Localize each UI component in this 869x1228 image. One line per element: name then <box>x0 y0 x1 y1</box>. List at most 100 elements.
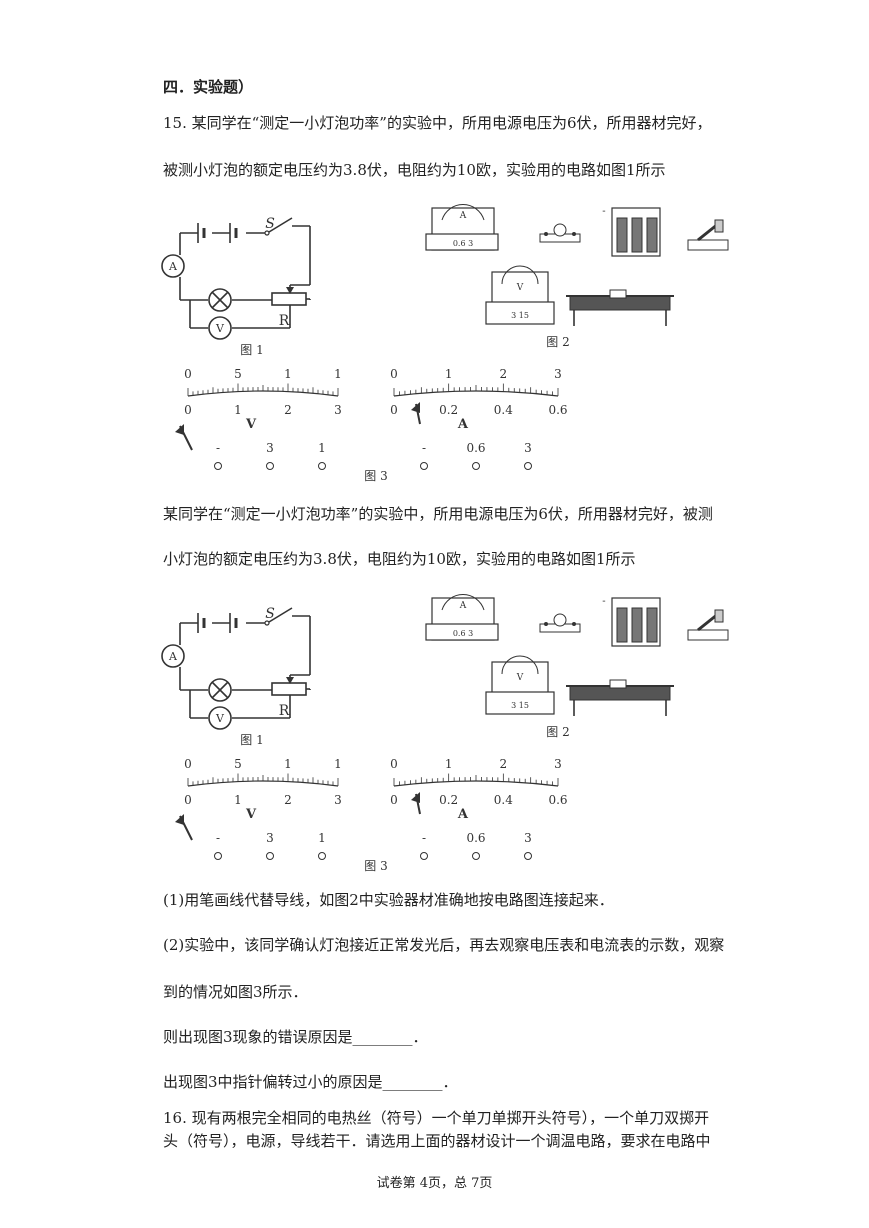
ammeter-top-tick-label: 1 <box>445 757 453 771</box>
q16-line-1: 16. 现有两根完全相同的电热丝（符号）一个单刀单掷开头符号），一个单刀双掷开 <box>163 1109 710 1127</box>
ammeter-terminal <box>524 462 532 470</box>
ammeter-bottom-tick-label: 0 <box>390 403 398 417</box>
lamp-terminal <box>572 622 576 626</box>
ammeter-bottom-tick-label: 0.2 <box>439 793 458 807</box>
voltmeter-bottom-tick-label: 1 <box>234 403 242 417</box>
ammeter-apparatus-letter: A <box>459 601 467 611</box>
voltmeter-top-tick-label: 5 <box>234 367 242 381</box>
voltmeter-pointer-head <box>175 814 184 825</box>
subq-2-line-2: 到的情况如图3所示． <box>163 983 308 1001</box>
rheostat-arrow <box>286 287 294 294</box>
voltmeter-top-tick-label: 1 <box>334 757 342 771</box>
ammeter-terminal <box>524 852 532 860</box>
lamp-cross <box>211 291 229 309</box>
ammeter-scale-arc <box>393 780 559 787</box>
voltmeter-unit: V <box>245 417 257 432</box>
ammeter-top-tick-label: 3 <box>554 757 562 771</box>
voltmeter-top-tick-label: 1 <box>334 367 342 381</box>
ammeter-terminal-label: - <box>422 441 426 455</box>
ammeter-terminal-label: 3 <box>524 831 532 845</box>
ammeter-bottom-tick-label: 0 <box>390 793 398 807</box>
voltmeter-unit: V <box>245 807 257 822</box>
battery-minus: - <box>602 596 605 607</box>
voltmeter-bottom-tick-label: 0 <box>184 403 192 417</box>
ammeter-terminal-text: 0.6 3 <box>453 239 473 248</box>
voltmeter-bottom-tick-label: 2 <box>284 793 292 807</box>
voltmeter-top-tick-label: 1 <box>284 367 292 381</box>
voltmeter-apparatus-letter: V <box>516 673 524 683</box>
voltmeter-bottom-tick-label: 2 <box>284 403 292 417</box>
voltmeter-bottom-tick-label: 0 <box>184 793 192 807</box>
ammeter-base <box>425 233 499 251</box>
rheostat-symbol <box>271 682 307 696</box>
ammeter-terminal <box>420 852 428 860</box>
voltmeter-apparatus-letter: V <box>516 283 524 293</box>
ammeter-bottom-tick-label: 0.4 <box>494 793 513 807</box>
lamp-cross <box>211 681 229 699</box>
ammeter-terminal <box>472 852 480 860</box>
ammeter-dial <box>441 204 485 221</box>
voltmeter-letter: V <box>215 712 225 725</box>
knife-switch-base <box>687 239 729 251</box>
voltmeter-terminal-text: 3 15 <box>511 701 529 710</box>
ammeter-bottom-tick-label: 0.4 <box>494 403 513 417</box>
ammeter-unit: A <box>457 417 469 432</box>
switch-label: S <box>265 606 275 622</box>
lamp-bulb <box>553 223 567 237</box>
battery-cell <box>631 607 643 643</box>
voltmeter-terminal <box>266 852 274 860</box>
voltmeter-symbol <box>208 706 232 730</box>
rheostat-arrow <box>286 677 294 684</box>
voltmeter-bottom-tick-label: 3 <box>334 793 342 807</box>
fig2-caption: 图 2 <box>546 335 569 349</box>
lamp-terminal <box>544 622 548 626</box>
voltmeter-terminal-label: - <box>216 441 220 455</box>
ammeter-base <box>425 623 499 641</box>
q15-line-3: 某同学在“测定一小灯泡功率”的实验中，所用电源电压为6伏，所用器材完好，被测 <box>163 505 713 523</box>
ammeter-top-tick-label: 1 <box>445 367 453 381</box>
subq-2-line-4: 出现图3中指针偏转过小的原因是________． <box>163 1073 458 1091</box>
rheostat-symbol <box>271 292 307 306</box>
fig1-caption: 图 1 <box>240 733 263 747</box>
fig1-caption: 图 1 <box>240 343 263 357</box>
ammeter-terminal-label: - <box>422 831 426 845</box>
rheostat-slider <box>609 289 627 299</box>
ammeter-symbol <box>161 644 185 668</box>
q15-line-2: 被测小灯泡的额定电压约为3.8伏，电阻约为10欧，实验用的电路如图1所示 <box>163 161 666 179</box>
ammeter-bottom-tick-label: 0.6 <box>548 793 567 807</box>
fig2-caption: 图 2 <box>546 725 569 739</box>
fig3-caption: 图 3 <box>364 859 387 873</box>
voltmeter-scale-arc <box>187 780 339 787</box>
lamp-bulb <box>553 613 567 627</box>
ammeter-dial <box>441 594 485 611</box>
voltmeter-top-tick-label: 0 <box>184 367 192 381</box>
voltmeter-bottom-tick-label: 1 <box>234 793 242 807</box>
voltmeter-base <box>485 301 555 325</box>
battery-cell <box>631 217 643 253</box>
voltmeter-terminal-text: 3 15 <box>511 311 529 320</box>
lamp-terminal <box>544 232 548 236</box>
ammeter-letter: A <box>168 650 178 663</box>
ammeter-top-tick-label: 2 <box>500 757 508 771</box>
voltmeter-terminal <box>214 852 222 860</box>
subq-2-line-1: (2)实验中，该同学确认灯泡接近正常发光后，再去观察电压表和电流表的示数，观察 <box>163 936 725 954</box>
rheostat-label: R <box>279 703 290 719</box>
voltmeter-terminal <box>214 462 222 470</box>
battery-cell <box>646 217 658 253</box>
rheostat-slider <box>609 679 627 689</box>
voltmeter-terminal-label: 3 <box>266 441 274 455</box>
section-heading: 四．实验题） <box>163 78 254 96</box>
voltmeter-symbol <box>208 316 232 340</box>
knife-switch-handle <box>714 609 724 623</box>
voltmeter-top-tick-label: 0 <box>184 757 192 771</box>
voltmeter-terminal <box>318 852 326 860</box>
ammeter-terminal-text: 0.6 3 <box>453 629 473 638</box>
ammeter-terminal-label: 0.6 <box>466 441 485 455</box>
voltmeter-scale-arc <box>187 390 339 397</box>
voltmeter-pointer-head <box>175 424 184 435</box>
switch-blade <box>268 217 293 233</box>
ammeter-terminal <box>472 462 480 470</box>
